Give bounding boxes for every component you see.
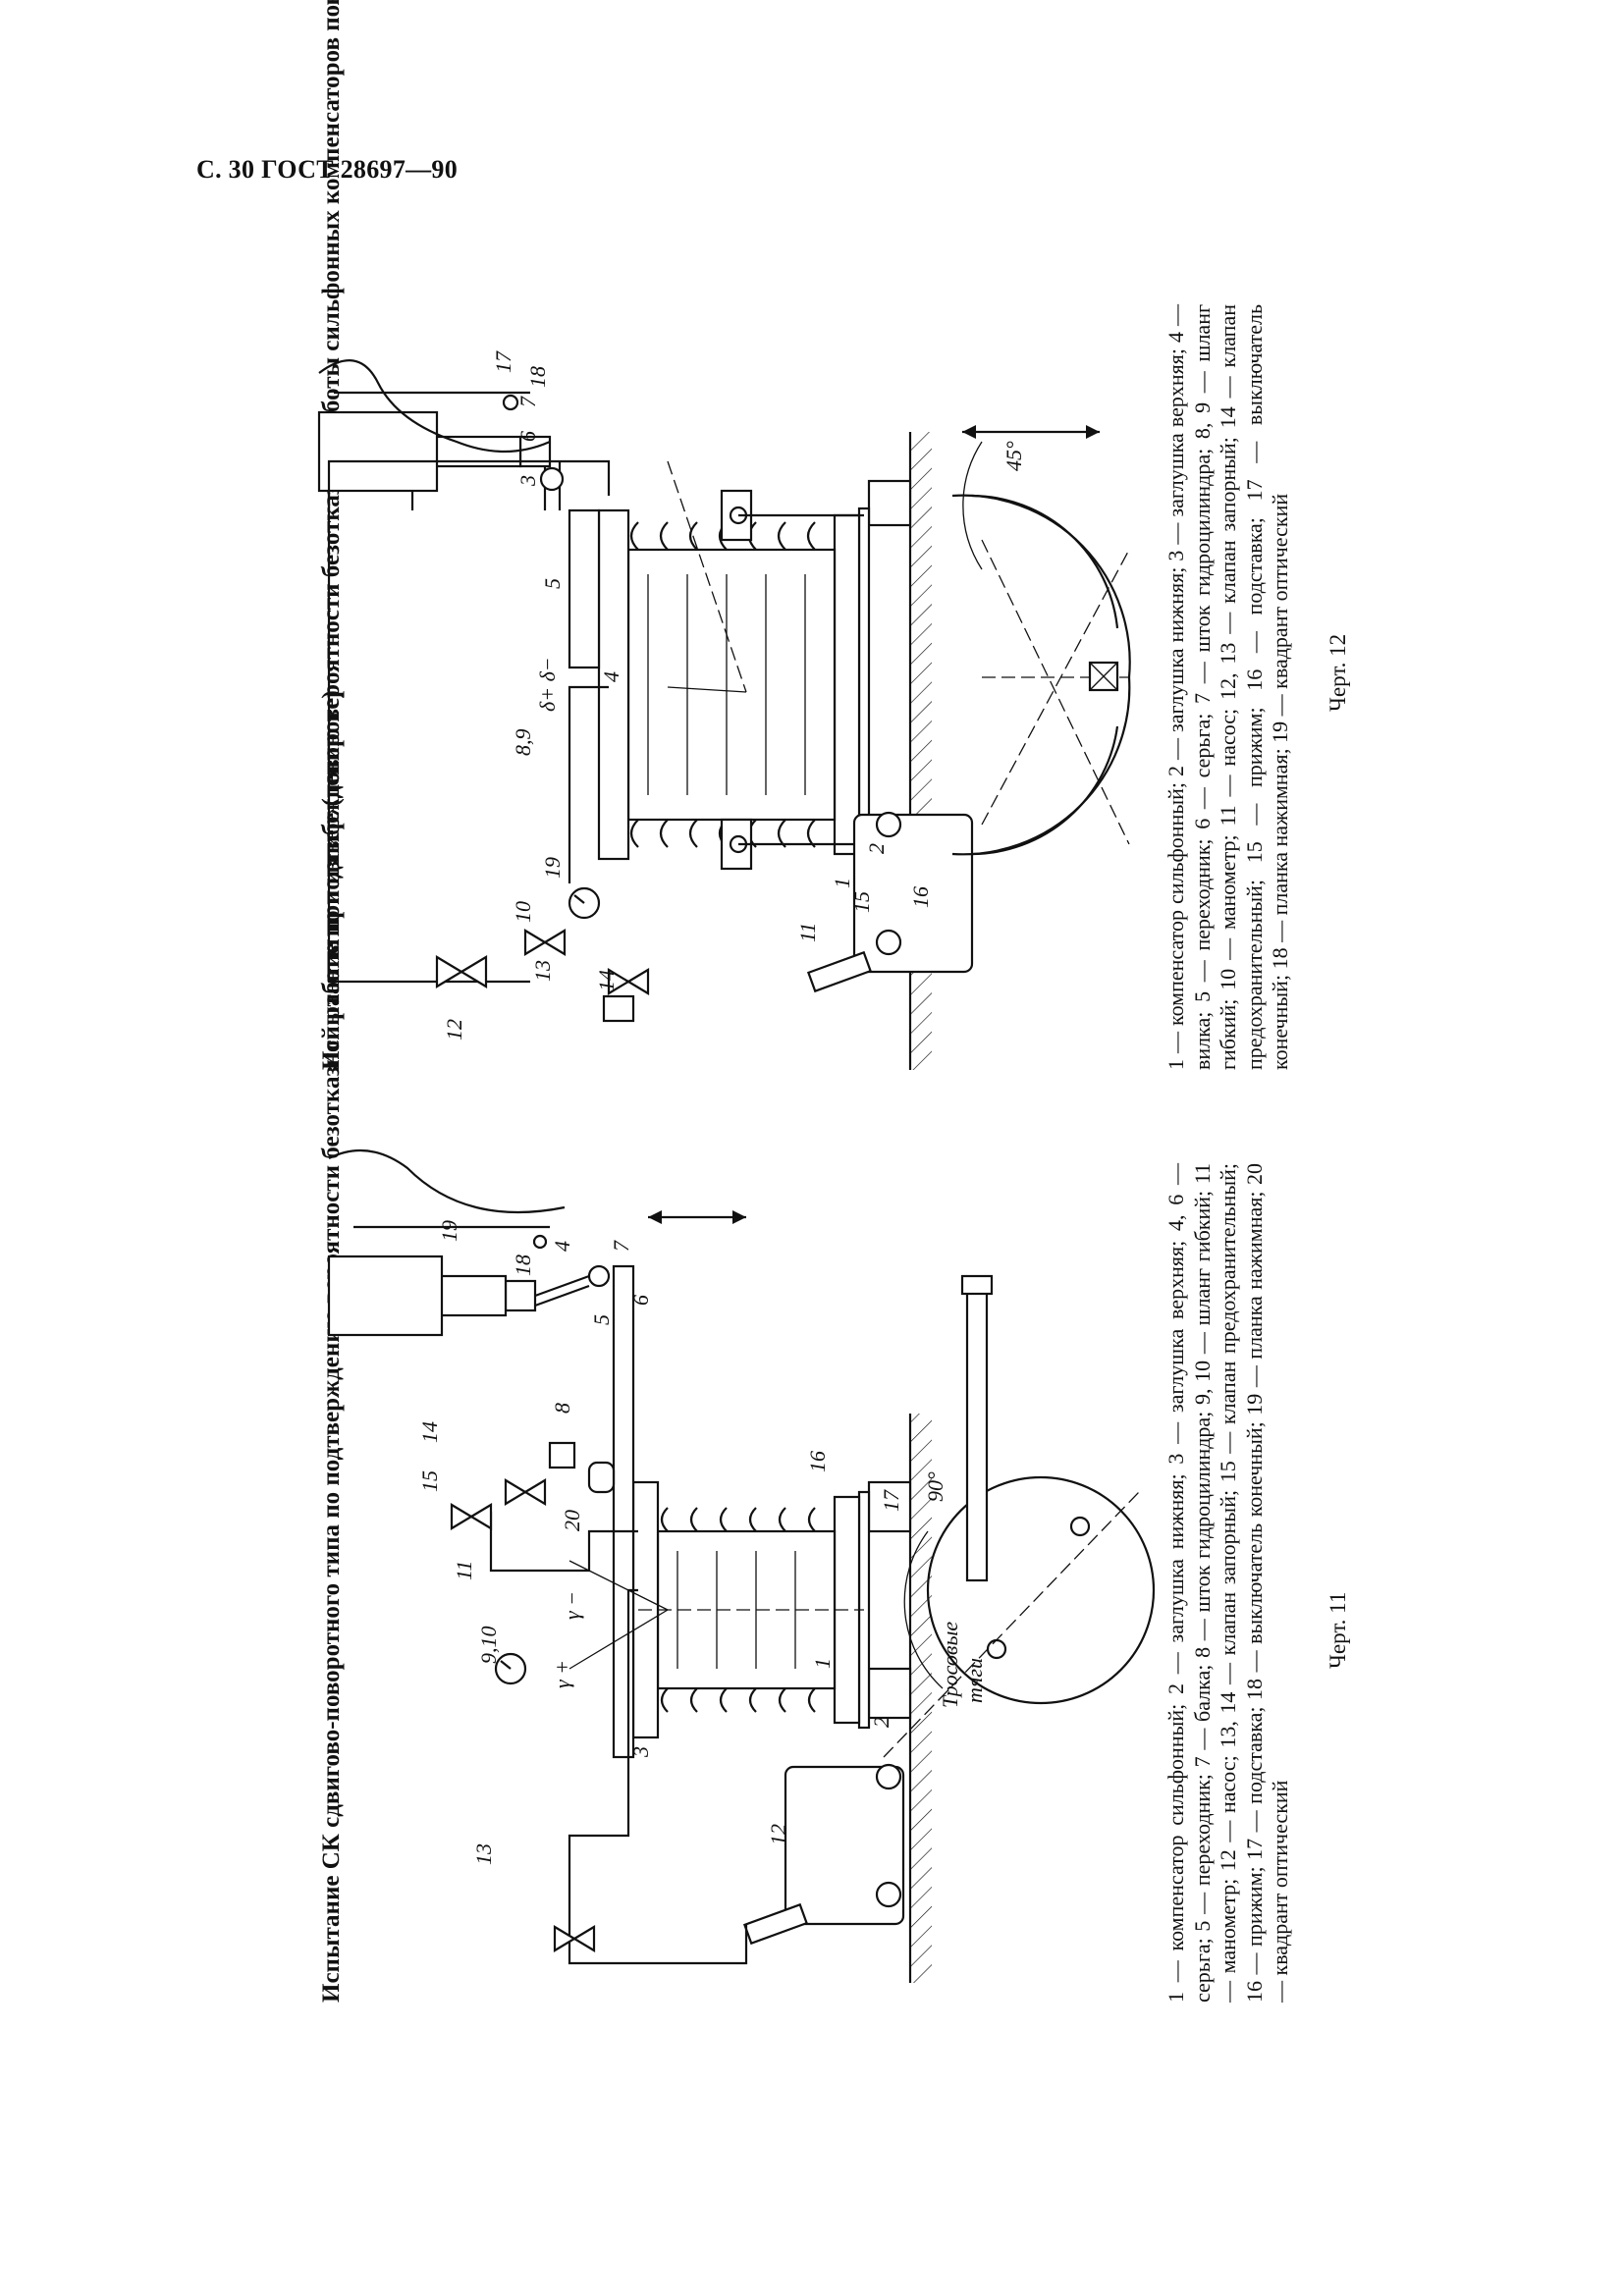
fig12-label-1: 1 xyxy=(830,878,854,888)
fig12-label-angle: 45° xyxy=(1001,441,1026,471)
fig12-label-11: 11 xyxy=(795,923,820,942)
fig12-label-13: 13 xyxy=(530,960,555,982)
fig11-label-12: 12 xyxy=(766,1824,790,1845)
fig11-label-7: 7 xyxy=(609,1240,633,1252)
page-header: С. 30 ГОСТ 28697—90 xyxy=(196,155,459,184)
fig11-label-19: 19 xyxy=(437,1220,461,1242)
fig11-label-2: 2 xyxy=(869,1717,893,1728)
fig11-label-tros2: тяги xyxy=(962,1658,987,1703)
fig12-label-6: 6 xyxy=(515,431,540,442)
fig11-label-gminus: γ − xyxy=(560,1591,584,1620)
fig12-label-18: 18 xyxy=(525,366,550,388)
fig11-label-15: 15 xyxy=(417,1470,442,1492)
fig12-label-2: 2 xyxy=(864,843,889,854)
fig12-label-7: 7 xyxy=(515,396,540,407)
fig12-label-4: 4 xyxy=(599,671,623,682)
bellows-compensator xyxy=(626,521,837,848)
fig12-label-12: 12 xyxy=(442,1019,466,1041)
figure-11-drawing: 1 2 3 4 5 6 7 8 9,10 11 12 13 14 15 16 1… xyxy=(327,1148,1156,1983)
fig11-label-gplus: γ + xyxy=(550,1660,574,1688)
fig11-label-angle: 90° xyxy=(923,1471,947,1502)
fig11-label-18: 18 xyxy=(511,1255,535,1276)
fig11-label-910: 9,10 xyxy=(476,1627,501,1665)
fig12-label-89: 8,9 xyxy=(511,729,535,757)
floor-hatch xyxy=(910,1414,932,1983)
floor-hatch xyxy=(910,432,932,1070)
fig11-label-1: 1 xyxy=(810,1658,835,1669)
fig11-label-16: 16 xyxy=(805,1451,830,1472)
fig11-label-17: 17 xyxy=(879,1489,903,1512)
fig12-label-14: 14 xyxy=(594,970,619,991)
fig12-label-delta: δ+ δ− xyxy=(535,657,560,712)
fig11-label-3: 3 xyxy=(628,1746,653,1758)
fig11-label-20: 20 xyxy=(560,1510,584,1531)
fig11-label-tros1: Тросовые xyxy=(938,1622,962,1708)
figure-12-drawing: 1 2 3 4 5 6 7 8,9 10 11 12 13 14 15 16 1… xyxy=(317,350,1131,1070)
fig11-label-13: 13 xyxy=(471,1843,496,1865)
fig12-label-10: 10 xyxy=(511,901,535,923)
fig12-label-19: 19 xyxy=(540,857,565,879)
fig11-label-5: 5 xyxy=(589,1314,614,1325)
fig12-label-5: 5 xyxy=(540,578,565,589)
fig12-label-17: 17 xyxy=(491,350,515,373)
fig12-label-3: 3 xyxy=(515,475,540,487)
fig12-label-16: 16 xyxy=(908,886,933,908)
fig11-label-4: 4 xyxy=(550,1241,574,1252)
fig11-label-8: 8 xyxy=(550,1403,574,1414)
fig11-label-6: 6 xyxy=(628,1295,653,1306)
fig11-label-14: 14 xyxy=(417,1421,442,1443)
fig12-label-15: 15 xyxy=(849,891,874,913)
fig11-label-11: 11 xyxy=(452,1561,476,1580)
